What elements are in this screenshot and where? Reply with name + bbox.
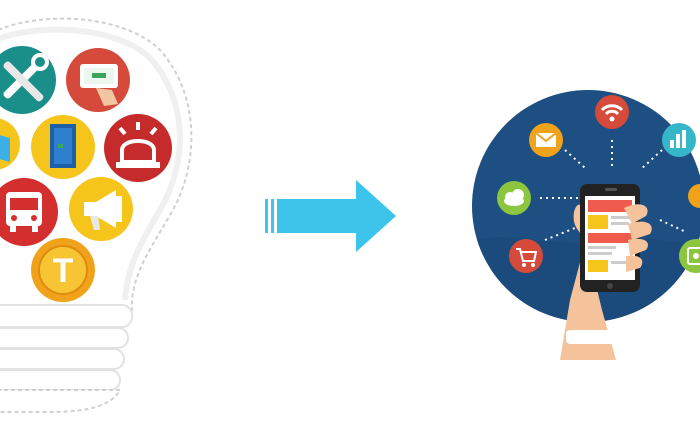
bar-chart-icon: [662, 123, 696, 157]
connector-lines: [540, 140, 687, 241]
tablet-touch-icon: [66, 48, 130, 112]
bulb-base: [0, 304, 133, 413]
email-icon: [529, 123, 563, 157]
mobile-globe: [472, 90, 700, 360]
partial-icon: [688, 184, 700, 208]
coin-letter: T: [53, 252, 74, 290]
door-icon: [31, 115, 95, 179]
right-arrow-icon: [265, 180, 396, 252]
cart-icon: [509, 239, 543, 273]
box-icon: [0, 118, 20, 170]
light-bulb: T: [0, 17, 193, 413]
alarm-siren-icon: [104, 114, 172, 182]
tools-icon: [0, 46, 56, 114]
settings-icon: [679, 239, 700, 273]
token-coin-icon: T: [31, 238, 95, 302]
wifi-icon: [595, 95, 629, 129]
bus-icon: [0, 178, 58, 246]
megaphone-icon: [69, 177, 133, 241]
cloud-icon: [497, 181, 531, 215]
hand-holding-phone: [560, 184, 652, 360]
